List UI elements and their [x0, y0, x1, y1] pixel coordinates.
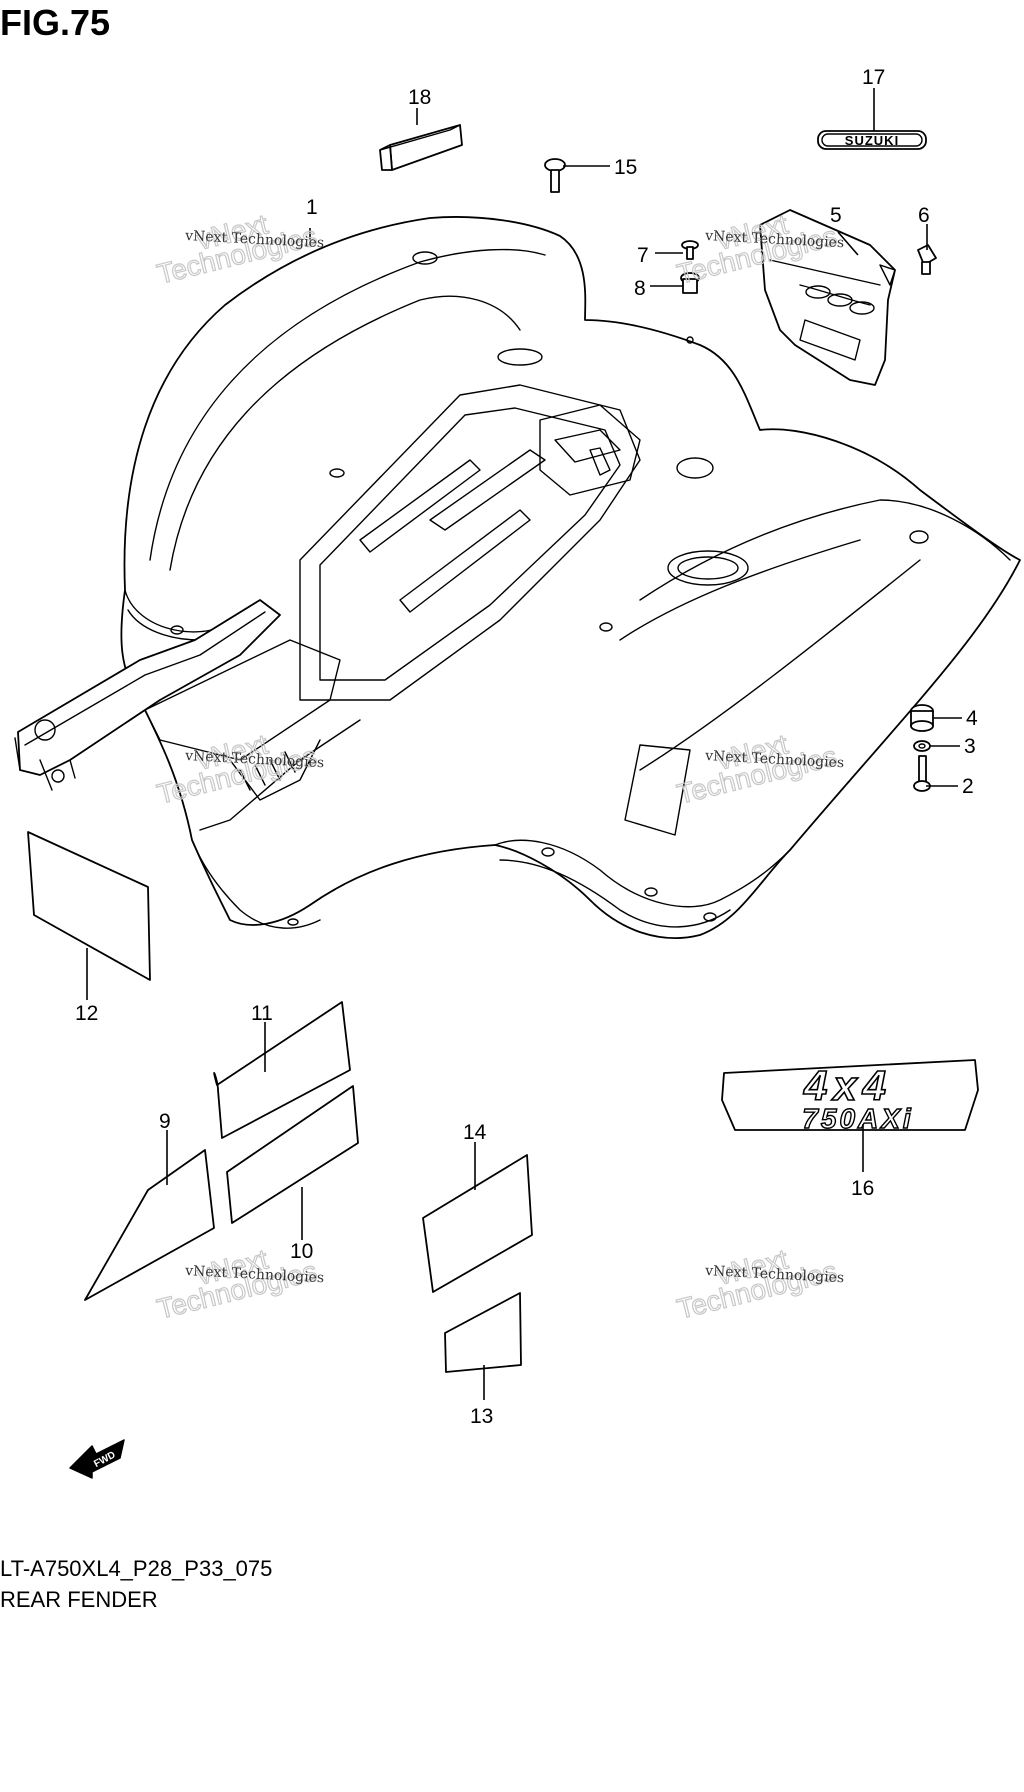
suzuki-emblem-part-17: SUZUKI: [817, 130, 927, 150]
callout-18: 18: [408, 86, 431, 109]
emblem-text: SUZUKI: [845, 133, 899, 148]
label-part-11: [213, 1001, 351, 1139]
rear-fender-body: [14, 216, 1021, 939]
callout-16: 16: [851, 1177, 874, 1200]
watermark-group-4: vNext Technologies vNext Technologies: [673, 728, 845, 811]
watermark-small: vNext Technologies: [184, 1263, 325, 1286]
callout-12: 12: [75, 1002, 98, 1025]
callout-6: 6: [918, 204, 930, 227]
bolt-part-2: [913, 755, 931, 792]
callout-8: 8: [634, 277, 646, 300]
watermark-group-6: vNext Technologies vNext Technologies: [673, 1243, 845, 1326]
callout-4: 4: [966, 707, 978, 730]
callout-14: 14: [463, 1121, 487, 1144]
pad-block-part-18: [379, 124, 463, 171]
screw-part-7: [681, 240, 699, 260]
callout-3: 3: [964, 735, 976, 758]
callout-11: 11: [251, 1002, 273, 1025]
bracket-part-5: [759, 209, 896, 386]
badge-line2: 750AXi: [802, 1103, 913, 1134]
callout-13: 13: [470, 1405, 493, 1428]
fwd-arrow: FWD: [69, 1439, 125, 1479]
badge-line1: 4x4: [803, 1062, 892, 1109]
cushion-part-4: [910, 704, 934, 732]
label-part-13: [444, 1292, 522, 1373]
label-part-12: [27, 831, 151, 981]
label-part-10: [226, 1085, 359, 1224]
badge-part-16: 4x4 750AXi: [721, 1059, 979, 1135]
label-part-14: [422, 1154, 533, 1293]
watermark-small: vNext Technologies: [184, 228, 325, 251]
watermark-small: vNext Technologies: [704, 1263, 845, 1286]
callout-10: 10: [290, 1240, 313, 1263]
callout-1: 1: [306, 196, 318, 219]
clip-part-15: [544, 158, 566, 193]
washer-part-3: [913, 740, 931, 752]
callout-numbers: 18 1 15 17 5 6 7 8 4 3 2 12 11 9 10 14 1…: [75, 66, 978, 1428]
callout-17: 17: [862, 66, 885, 89]
watermark-small: vNext Technologies: [704, 228, 845, 251]
label-part-9: [84, 1149, 215, 1301]
callout-7: 7: [637, 244, 649, 267]
leader-lines: [86, 88, 962, 1400]
callout-9: 9: [159, 1110, 171, 1133]
figure-name: REAR FENDER: [0, 1587, 158, 1612]
figure-code: LT-A750XL4_P28_P33_075: [0, 1556, 273, 1581]
figure-title: FIG.75: [0, 2, 111, 43]
callout-2: 2: [962, 775, 974, 798]
watermark-small: vNext Technologies: [184, 748, 325, 771]
callout-5: 5: [830, 204, 842, 227]
clip-part-6: [917, 244, 937, 275]
callout-15: 15: [614, 156, 637, 179]
watermark-small: vNext Technologies: [704, 748, 845, 771]
